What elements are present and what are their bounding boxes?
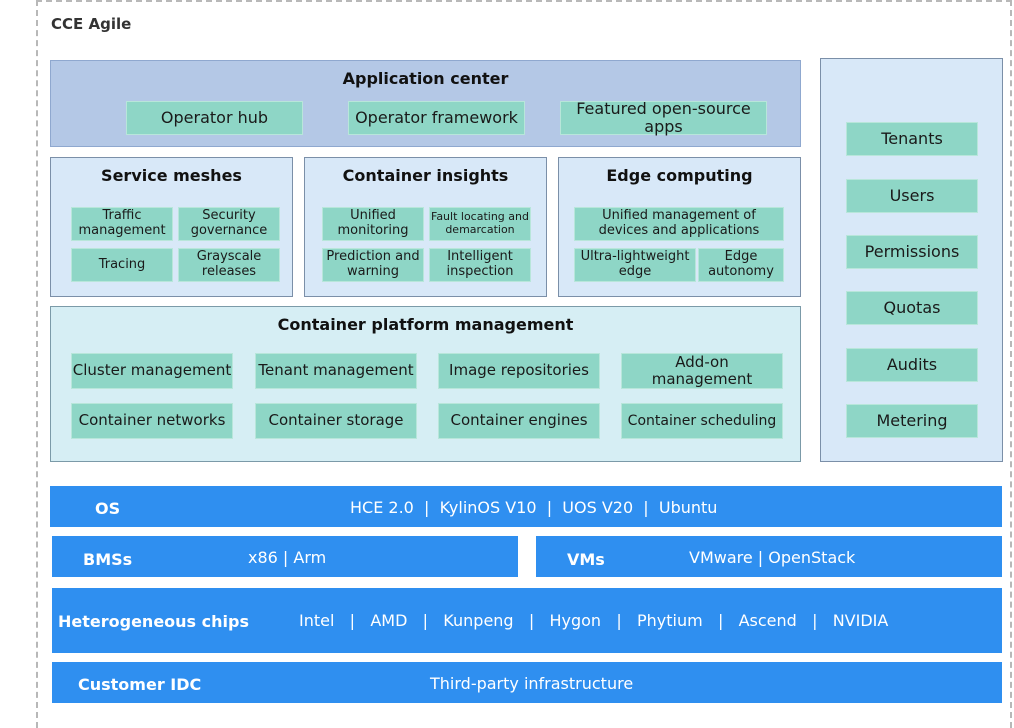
tenants-chip: Tenants — [846, 122, 978, 156]
service-meshes-section: Service meshes Traffic management Securi… — [50, 157, 293, 297]
open-source-apps-chip: Featured open-source apps — [560, 99, 767, 136]
container-engines-chip: Container engines — [438, 403, 600, 439]
metering-chip: Metering — [846, 404, 978, 438]
frame-title: CCE Agile — [51, 15, 132, 33]
edge-autonomy-chip: Edge autonomy — [698, 248, 784, 282]
security-governance-chip: Security governance — [178, 207, 280, 241]
add-on-management-chip: Add-on management — [621, 353, 783, 389]
traffic-management-chip: Traffic management — [71, 207, 173, 241]
container-networks-chip: Container networks — [71, 403, 233, 439]
container-scheduling-chip: Container scheduling — [621, 403, 783, 439]
vm-bar: VMs VMware | OpenStack — [536, 536, 1002, 577]
cluster-management-chip: Cluster management — [71, 353, 233, 389]
operator-hub-chip: Operator hub — [126, 101, 303, 135]
bms-value: x86 | Arm — [248, 548, 327, 567]
chips-value: Intel | AMD | Kunpeng | Hygon | Phytium … — [299, 611, 889, 630]
quotas-chip: Quotas — [846, 291, 978, 325]
service-meshes-title: Service meshes — [101, 166, 242, 185]
os-label: OS — [95, 499, 121, 518]
tenancy-panel: Tenants Users Permissions Quotas Audits … — [820, 58, 1003, 462]
container-insights-title: Container insights — [342, 166, 509, 185]
platform-management-title: Container platform management — [277, 315, 574, 334]
container-storage-chip: Container storage — [255, 403, 417, 439]
os-value: HCE 2.0 | KylinOS V10 | UOS V20 | Ubuntu — [350, 498, 718, 517]
customer-idc-bar: Customer IDC Third-party infrastructure — [52, 662, 1002, 703]
tracing-chip: Tracing — [71, 248, 173, 282]
audits-chip: Audits — [846, 348, 978, 382]
users-chip: Users — [846, 179, 978, 213]
fault-locating-chip: Fault locating and demarcation — [429, 207, 531, 241]
edge-computing-title: Edge computing — [606, 166, 753, 185]
vm-value: VMware | OpenStack — [689, 548, 856, 567]
edge-computing-section: Edge computing Unified management of dev… — [558, 157, 801, 297]
platform-management-section: Container platform management Cluster ma… — [50, 306, 801, 462]
os-bar: OS HCE 2.0 | KylinOS V10 | UOS V20 | Ubu… — [50, 486, 1002, 527]
bms-label: BMSs — [83, 550, 133, 569]
vm-label: VMs — [567, 550, 605, 569]
chips-label: Heterogeneous chips — [58, 612, 249, 631]
idc-value: Third-party infrastructure — [430, 674, 634, 693]
tenant-management-chip: Tenant management — [255, 353, 417, 389]
idc-label: Customer IDC — [78, 675, 202, 694]
permissions-chip: Permissions — [846, 235, 978, 269]
heterogeneous-chips-bar: Heterogeneous chips Intel | AMD | Kunpen… — [52, 588, 1002, 653]
image-repositories-chip: Image repositories — [438, 353, 600, 389]
unified-monitoring-chip: Unified monitoring — [322, 207, 424, 241]
ultra-lightweight-edge-chip: Ultra-lightweight edge — [574, 248, 696, 282]
bms-bar: BMSs x86 | Arm — [52, 536, 518, 577]
application-center-title: Application center — [342, 69, 509, 88]
intelligent-inspection-chip: Intelligent inspection — [429, 248, 531, 282]
grayscale-releases-chip: Grayscale releases — [178, 248, 280, 282]
cce-agile-frame — [36, 0, 1012, 728]
unified-management-chip: Unified management of devices and applic… — [574, 207, 784, 241]
operator-framework-chip: Operator framework — [348, 101, 525, 135]
application-center: Application center Operator hub Operator… — [50, 60, 801, 147]
prediction-warning-chip: Prediction and warning — [322, 248, 424, 282]
container-insights-section: Container insights Unified monitoring Fa… — [304, 157, 547, 297]
